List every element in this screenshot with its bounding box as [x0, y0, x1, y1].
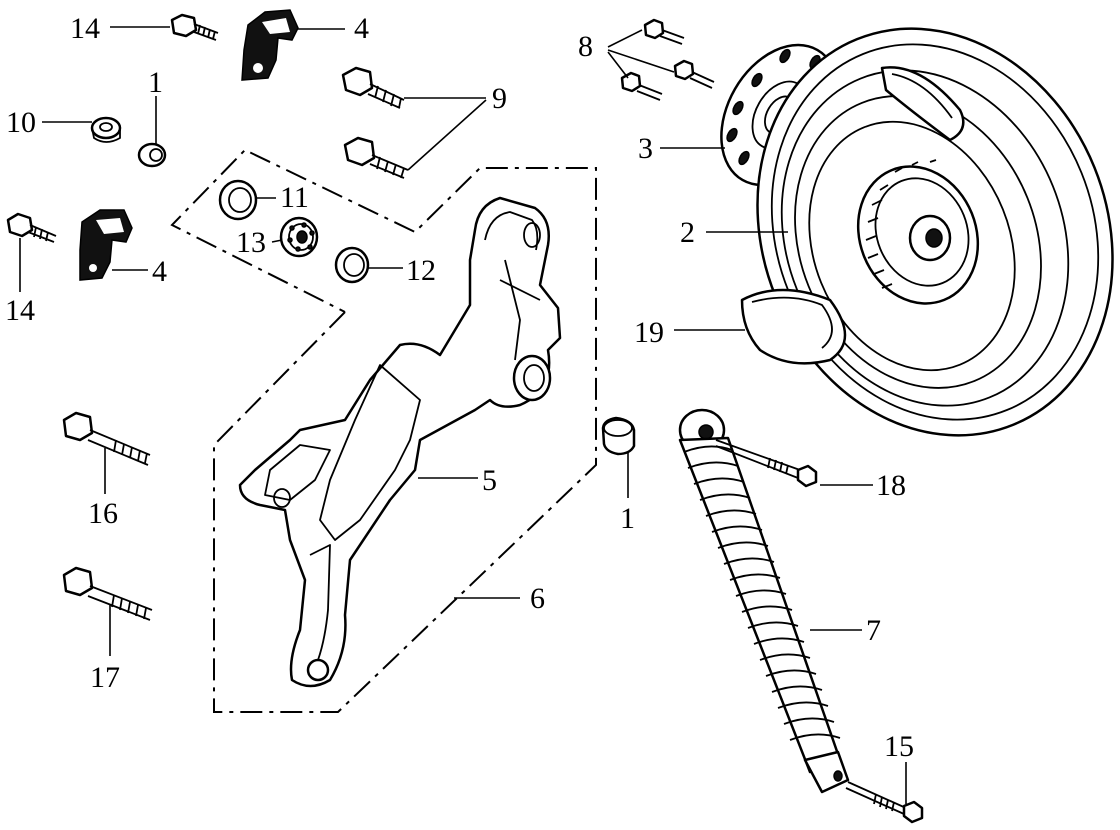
callout-8: 8	[578, 30, 593, 63]
callout-17: 17	[90, 661, 120, 694]
bolt-9-upper	[341, 66, 405, 109]
shock-absorber-7	[678, 408, 850, 794]
leader-lines	[19, 26, 907, 804]
rear-wheel-2	[756, 27, 1114, 437]
bolt-9-lower	[343, 136, 409, 179]
callout-3: 3	[638, 132, 653, 165]
callout-2: 2	[680, 216, 695, 249]
bolt-8-middle	[673, 59, 715, 89]
callout-7: 7	[866, 614, 881, 647]
callout-1-lower: 1	[620, 502, 635, 535]
bolt-8-left	[620, 71, 663, 101]
bolt-17	[62, 566, 153, 621]
callout-6: 6	[530, 582, 545, 615]
callout-19: 19	[634, 316, 664, 349]
callout-4-top: 4	[354, 12, 369, 45]
callout-18: 18	[876, 469, 906, 502]
callout-16: 16	[88, 497, 118, 530]
bracket-4-top	[241, 9, 299, 81]
rear-tire-19	[740, 66, 965, 365]
collar-nut-10	[90, 116, 122, 143]
bolt-14-top	[170, 13, 219, 41]
callout-13: 13	[236, 226, 266, 259]
callout-9: 9	[492, 82, 507, 115]
bearing-13	[279, 216, 319, 258]
bolt-8-top	[643, 18, 685, 45]
callout-labels: 14 4 1 10 9 8 3 11 13 12 4 14 2 19 5 1 1…	[5, 12, 914, 763]
callout-14-left: 14	[5, 294, 35, 327]
oil-seal-12	[334, 246, 370, 284]
callout-10: 10	[6, 106, 36, 139]
swingarm-5	[238, 196, 562, 688]
bolt-15	[845, 781, 924, 824]
callout-5: 5	[482, 464, 497, 497]
swingarm-assembly-boundary	[170, 148, 597, 713]
spacer-1-top	[137, 142, 167, 168]
callout-4-lower: 4	[152, 255, 167, 288]
bolt-14-left	[6, 212, 57, 243]
callout-14-top: 14	[70, 12, 100, 45]
spacer-1-lower	[601, 416, 636, 456]
oil-seal-11	[218, 179, 258, 221]
bolt-16	[62, 411, 151, 466]
bolt-18	[715, 439, 818, 488]
callout-12: 12	[406, 254, 436, 287]
callout-15: 15	[884, 730, 914, 763]
bracket-4-lower	[79, 209, 133, 281]
callout-1-top: 1	[148, 66, 163, 99]
callout-11: 11	[280, 181, 309, 214]
